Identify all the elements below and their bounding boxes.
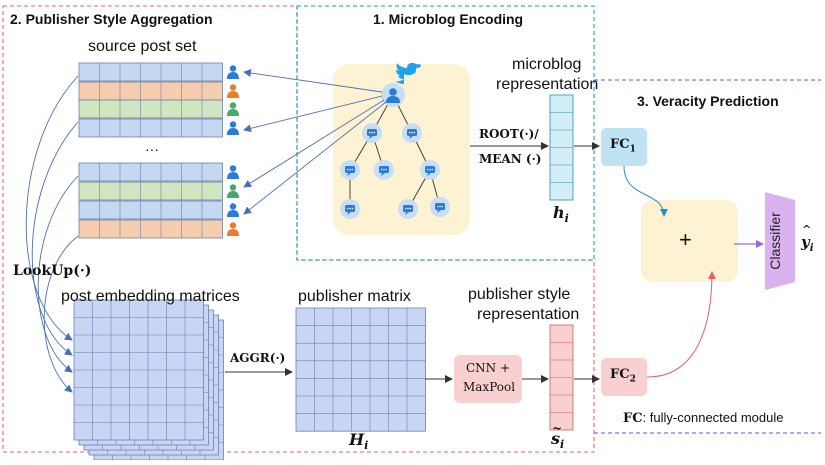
pub-style-line1: publisher style	[468, 286, 571, 303]
comment-icon	[398, 199, 418, 219]
ellipsis-label: ···	[145, 141, 159, 157]
source-post-rows	[78, 62, 223, 239]
combine-background	[641, 200, 738, 282]
post-row	[78, 181, 223, 201]
fc1-label: FC1	[610, 137, 636, 155]
section-1-box	[296, 5, 595, 261]
section-1-title: 1. Microblog Encoding	[373, 11, 524, 27]
cnn-maxpool-box	[454, 355, 522, 403]
fc2-box	[601, 358, 647, 396]
microblog-rep-line1: microblog	[512, 56, 582, 73]
post-row	[78, 62, 223, 82]
pub-style-line2: representation	[477, 306, 580, 323]
person-icon	[227, 84, 239, 98]
section-2-title: 2. Publisher Style Aggregation	[10, 11, 213, 27]
section-3-title: 3. Veracity Prediction	[637, 93, 779, 109]
twitter-bird-icon	[395, 62, 421, 84]
microblog-rep-line2: representation	[496, 76, 599, 93]
post-row	[78, 219, 223, 239]
h-i-label: hi	[553, 203, 569, 226]
classifier-label: Classifier	[766, 212, 783, 270]
post-row	[78, 118, 223, 138]
comment-icon	[340, 160, 360, 180]
cnn-line2: MaxPool	[463, 380, 516, 394]
plus-sign: +	[679, 227, 692, 252]
fc2-label: FC2	[610, 367, 636, 385]
publisher-matrix-grid	[295, 307, 426, 432]
classifier-shape	[765, 192, 795, 290]
microblog-tree	[340, 62, 450, 219]
source-post-set-label: source post set	[88, 38, 197, 55]
lookup-label: LookUp(·)	[13, 263, 92, 279]
microblog-vector	[549, 94, 574, 201]
publisher-matrix	[295, 307, 426, 432]
cnn-line1: CNN +	[466, 361, 511, 375]
person-icon	[227, 203, 239, 217]
person-icon	[227, 184, 239, 198]
person-icon	[227, 65, 239, 79]
person-icon	[227, 165, 239, 179]
publisher-icons	[227, 65, 239, 236]
comment-icon	[374, 160, 394, 180]
post-embedding-stack	[73, 299, 224, 461]
H-i-label: Hi	[349, 430, 369, 453]
root-user-icon	[381, 83, 405, 107]
section-3-box	[594, 79, 821, 434]
fc1-box	[601, 128, 647, 166]
comment-icon	[362, 123, 382, 143]
embedding-matrix	[73, 299, 204, 441]
person-icon	[227, 121, 239, 135]
aggr-label: AGGR(·)	[230, 351, 286, 365]
root-mean-line2: MEAN (·)	[479, 152, 542, 166]
post-row	[78, 200, 223, 220]
comment-icon	[340, 199, 360, 219]
post-row	[78, 81, 223, 101]
person-icon	[227, 102, 239, 116]
publisher-style-vector	[549, 324, 574, 431]
arrows	[25, 69, 764, 393]
comment-icon	[420, 160, 440, 180]
legend: FC: fully-connected module	[623, 410, 784, 426]
publisher-matrix-label: publisher matrix	[298, 288, 411, 305]
post-row	[78, 162, 223, 182]
comment-icon	[402, 123, 422, 143]
root-mean-line1: ROOT(·)/	[479, 127, 539, 141]
post-embedding-matrices-label: post embedding matrices	[61, 288, 240, 305]
person-icon	[227, 222, 239, 236]
y-hat-label: ^yi	[801, 223, 814, 254]
comment-icon	[430, 197, 450, 217]
post-row	[78, 99, 223, 119]
s-i-label: ~si	[551, 421, 565, 452]
